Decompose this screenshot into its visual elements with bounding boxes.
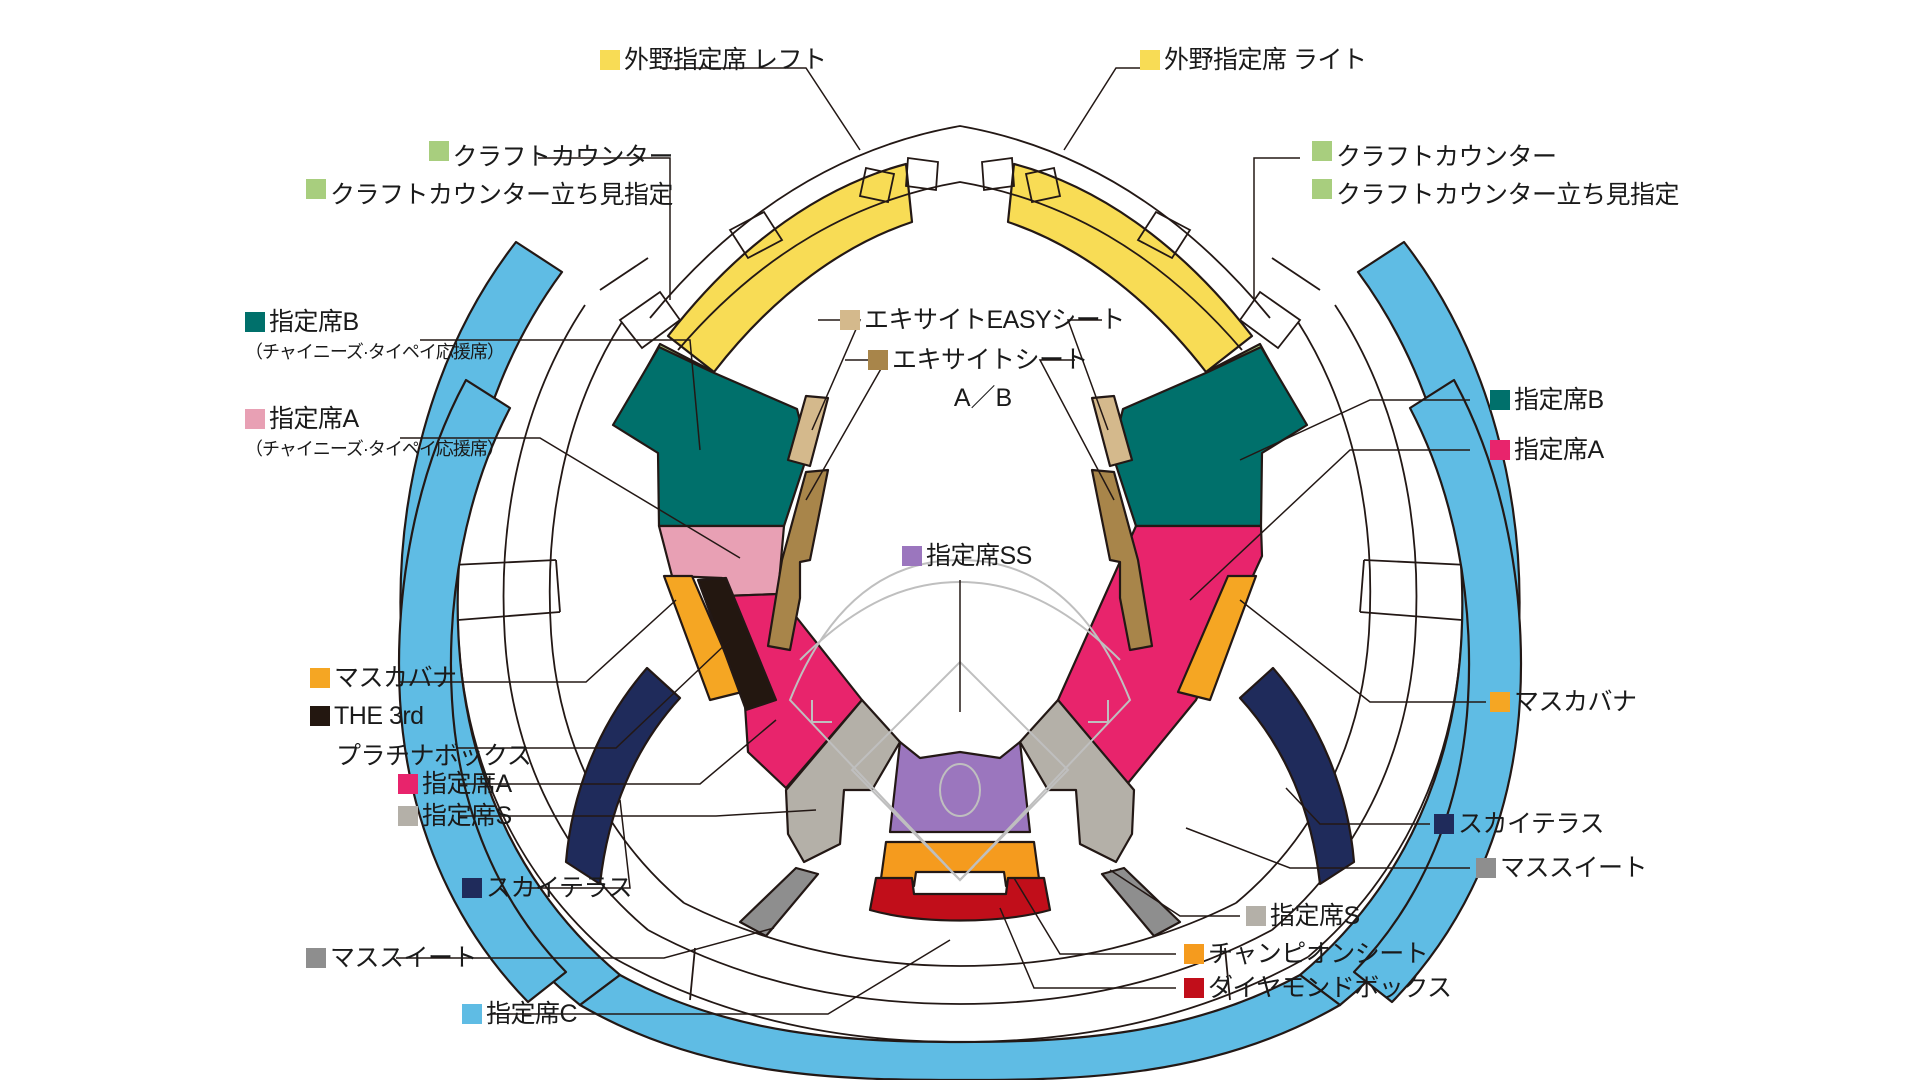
region-seat-c[interactable] — [397, 240, 1523, 1080]
label-craft-counter-left-group[interactable]: クラフトカウンター クラフトカウンター立ち見指定 — [306, 137, 674, 213]
swatch-excite-ab — [868, 350, 888, 370]
label-seat-a-right-text: 指定席A — [1514, 436, 1604, 464]
label-craft-counter-right-text: クラフトカウンター — [1336, 143, 1557, 171]
label-masu-cabana-left[interactable]: マスカバナ — [310, 664, 457, 694]
label-excite-ab-text: エキサイトシート — [892, 346, 1089, 374]
region-platinum-box[interactable] — [696, 576, 778, 712]
swatch-seat-b-left — [245, 312, 265, 332]
swatch-craft-counter-standing-right — [1312, 179, 1332, 199]
swatch-seat-s-left — [398, 806, 418, 826]
region-sky-terrace[interactable] — [564, 666, 1356, 886]
label-masu-suite-left[interactable]: マススイート — [306, 944, 478, 974]
label-seat-a-left2-text: 指定席A — [422, 770, 512, 798]
label-seat-b-right[interactable]: 指定席B — [1490, 386, 1604, 416]
label-sky-terrace-left-text: スカイテラス — [486, 874, 633, 902]
leader-lines — [396, 67, 1486, 1015]
label-outfield-right-text: 外野指定席 ライト — [1164, 46, 1367, 74]
region-seat-ss[interactable] — [888, 740, 1032, 834]
label-craft-counter-right[interactable]: クラフトカウンター — [1312, 137, 1679, 173]
region-seat-s[interactable] — [738, 698, 1182, 938]
label-masu-cabana-right[interactable]: マスカバナ — [1490, 688, 1637, 718]
label-craft-counter-left-text: クラフトカウンター — [452, 143, 674, 171]
label-craft-counter-standing-right[interactable]: クラフトカウンター立ち見指定 — [1312, 175, 1680, 211]
label-platinum-box-left-text: THE 3rd — [334, 702, 424, 730]
swatch-excite-easy — [840, 310, 860, 330]
swatch-champion-seat — [1184, 944, 1204, 964]
region-outfield-seats[interactable] — [599, 125, 1321, 374]
label-seat-b-left-text: 指定席B — [269, 308, 359, 336]
swatch-seat-ss — [902, 546, 922, 566]
label-seat-a-left-text: 指定席A — [269, 405, 359, 433]
label-masu-suite-left-text: マススイート — [330, 944, 478, 972]
label-seat-a-left-sub: （チャイニーズ·タイペイ応援席） — [245, 439, 505, 459]
label-outfield-left[interactable]: 外野指定席 レフト — [600, 46, 827, 76]
swatch-masu-cabana-left — [310, 668, 330, 688]
region-excite-ab[interactable] — [766, 468, 1154, 652]
label-masu-suite-right-text: マススイート — [1500, 854, 1648, 882]
label-craft-counter-right-group[interactable]: クラフトカウンター クラフトカウンター立ち見指定 — [1312, 137, 1680, 213]
region-masu-cabana[interactable] — [662, 574, 1258, 702]
label-platinum-box-left[interactable]: THE 3rd — [310, 702, 424, 732]
label-excite-ab-sub: A／B — [953, 384, 1013, 412]
label-sky-terrace-right[interactable]: スカイテラス — [1434, 810, 1605, 840]
label-masu-suite-right[interactable]: マススイート — [1476, 854, 1648, 884]
label-outfield-right[interactable]: 外野指定席 ライト — [1140, 46, 1367, 76]
label-sky-terrace-left[interactable]: スカイテラス — [462, 874, 633, 904]
swatch-sky-terrace-right — [1434, 814, 1454, 834]
label-seat-s-left-text: 指定席S — [422, 802, 512, 830]
label-masu-cabana-left-text: マスカバナ — [334, 664, 457, 692]
swatch-diamond-box — [1184, 978, 1204, 998]
swatch-seat-a-left — [245, 409, 265, 429]
label-seat-a-left[interactable]: 指定席A — [245, 405, 359, 435]
swatch-outfield-right — [1140, 50, 1160, 70]
swatch-masu-suite-left — [306, 948, 326, 968]
swatch-seat-c-left — [462, 1004, 482, 1024]
label-craft-counter-standing-right-text: クラフトカウンター立ち見指定 — [1336, 181, 1680, 209]
swatch-sky-terrace-left — [462, 878, 482, 898]
label-seat-a-right[interactable]: 指定席A — [1490, 436, 1604, 466]
swatch-seat-s-right — [1246, 906, 1266, 926]
swatch-platinum-box-left — [310, 706, 330, 726]
label-excite-ab[interactable]: エキサイトシート — [868, 346, 1089, 376]
label-seat-ss[interactable]: 指定席SS — [902, 542, 1032, 572]
swatch-seat-b-right — [1490, 390, 1510, 410]
swatch-outfield-left — [600, 50, 620, 70]
stadium-structure — [396, 67, 1523, 1080]
label-craft-counter-standing-left-text: クラフトカウンター立ち見指定 — [330, 181, 674, 209]
label-seat-b-left-sub: （チャイニーズ·タイペイ応援席） — [245, 342, 505, 362]
swatch-seat-a-right — [1490, 440, 1510, 460]
region-diamond-box[interactable] — [868, 876, 1052, 922]
label-champion-seat-text: チャンピオンシート — [1208, 940, 1429, 968]
label-platinum-box-left-sub: プラチナボックス — [336, 742, 532, 770]
label-seat-a-left2[interactable]: 指定席A — [398, 770, 512, 800]
label-seat-c-left[interactable]: 指定席C — [462, 1000, 578, 1030]
swatch-craft-counter-standing-left — [306, 179, 326, 199]
swatch-craft-counter-left — [428, 141, 449, 161]
label-excite-easy-text: エキサイトEASYシート — [864, 306, 1125, 334]
swatch-masu-cabana-right — [1490, 692, 1510, 712]
swatch-masu-suite-right — [1476, 858, 1496, 878]
label-masu-cabana-right-text: マスカバナ — [1514, 688, 1637, 716]
label-craft-counter-standing-left[interactable]: クラフトカウンター立ち見指定 — [306, 175, 674, 211]
label-seat-s-left[interactable]: 指定席S — [398, 802, 512, 832]
label-diamond-box[interactable]: ダイヤモンドボックス — [1184, 974, 1452, 1004]
label-seat-s-right-text: 指定席S — [1270, 902, 1360, 930]
label-diamond-box-text: ダイヤモンドボックス — [1208, 974, 1452, 1002]
label-seat-c-left-text: 指定席C — [486, 1000, 578, 1028]
label-champion-seat[interactable]: チャンピオンシート — [1184, 940, 1429, 970]
label-seat-s-right[interactable]: 指定席S — [1246, 902, 1360, 932]
label-craft-counter-left[interactable]: クラフトカウンター — [306, 137, 674, 173]
label-outfield-left-text: 外野指定席 レフト — [624, 46, 827, 74]
label-seat-b-right-text: 指定席B — [1514, 386, 1604, 414]
label-seat-b-left[interactable]: 指定席B — [245, 308, 359, 338]
swatch-seat-a-left2 — [398, 774, 418, 794]
label-excite-easy[interactable]: エキサイトEASYシート — [840, 306, 1125, 336]
label-sky-terrace-right-text: スカイテラス — [1458, 810, 1605, 838]
swatch-craft-counter-right — [1312, 141, 1332, 161]
label-seat-ss-text: 指定席SS — [926, 542, 1032, 570]
